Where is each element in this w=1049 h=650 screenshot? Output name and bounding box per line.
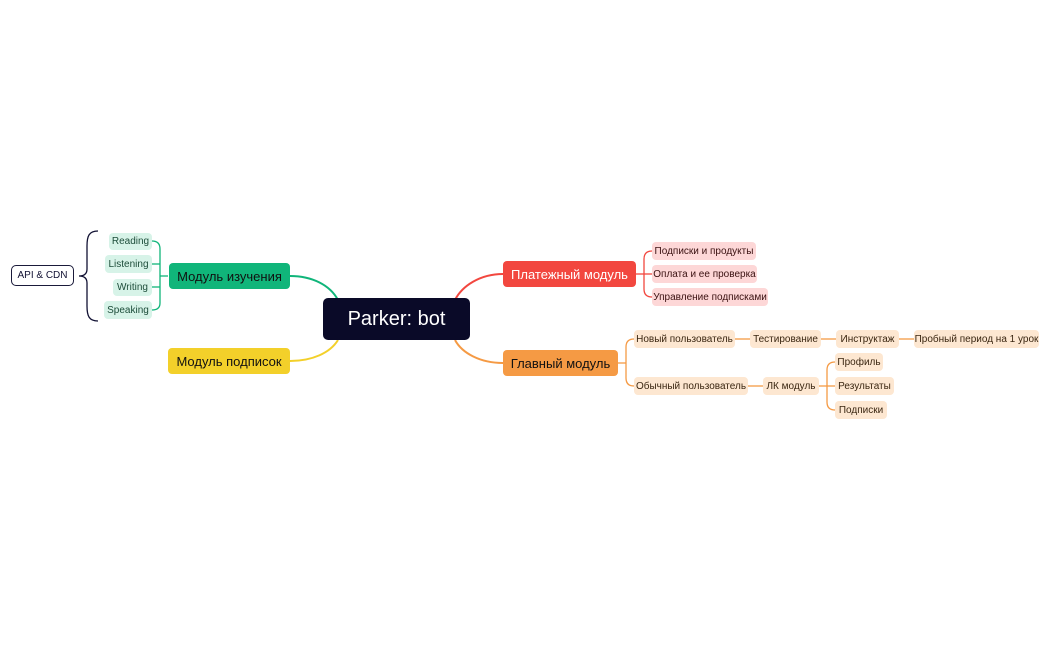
link-center-payment (454, 273, 504, 301)
links-main-leaves (618, 338, 914, 411)
topic-main-module[interactable]: Главный модуль (503, 350, 618, 376)
subtopic-lk-module[interactable]: ЛК модуль (763, 377, 819, 395)
topic-payment-module[interactable]: Платежный модуль (503, 261, 636, 287)
subtopic-briefing[interactable]: Инструктаж (836, 330, 899, 348)
link-center-study (289, 275, 339, 301)
subtopic-regular-user[interactable]: Обычный пользователь (634, 377, 748, 395)
subtopic-subscriptions[interactable]: Подписки (835, 401, 887, 419)
topic-study-module[interactable]: Модуль изучения (169, 263, 290, 289)
bracket-api (78, 230, 99, 322)
subtopic-new-user[interactable]: Новый пользователь (634, 330, 735, 348)
subtopic-speaking[interactable]: Speaking (104, 301, 152, 319)
subtopic-reading[interactable]: Reading (109, 233, 152, 250)
central-topic[interactable]: Parker: bot (323, 298, 470, 340)
subtopic-payment-verification[interactable]: Оплата и ее проверка (652, 265, 757, 283)
link-center-subscriptions (289, 339, 339, 362)
links-study-leaves (151, 240, 168, 311)
subtopic-listening[interactable]: Listening (105, 255, 152, 273)
subtopic-trial-period[interactable]: Пробный период на 1 урок (914, 330, 1039, 348)
topic-subscriptions-module[interactable]: Модуль подписок (168, 348, 290, 374)
external-api-cdn[interactable]: API & CDN (11, 265, 74, 286)
subtopic-writing[interactable]: Writing (113, 279, 152, 296)
links-payment-leaves (636, 250, 653, 298)
subtopic-profile[interactable]: Профиль (835, 353, 883, 371)
subtopic-testing[interactable]: Тестирование (750, 330, 821, 348)
subtopic-manage-subscriptions[interactable]: Управление подписками (652, 288, 768, 306)
link-center-main (454, 339, 504, 364)
subtopic-subscriptions-products[interactable]: Подписки и продукты (652, 242, 756, 260)
subtopic-results[interactable]: Результаты (835, 377, 894, 395)
